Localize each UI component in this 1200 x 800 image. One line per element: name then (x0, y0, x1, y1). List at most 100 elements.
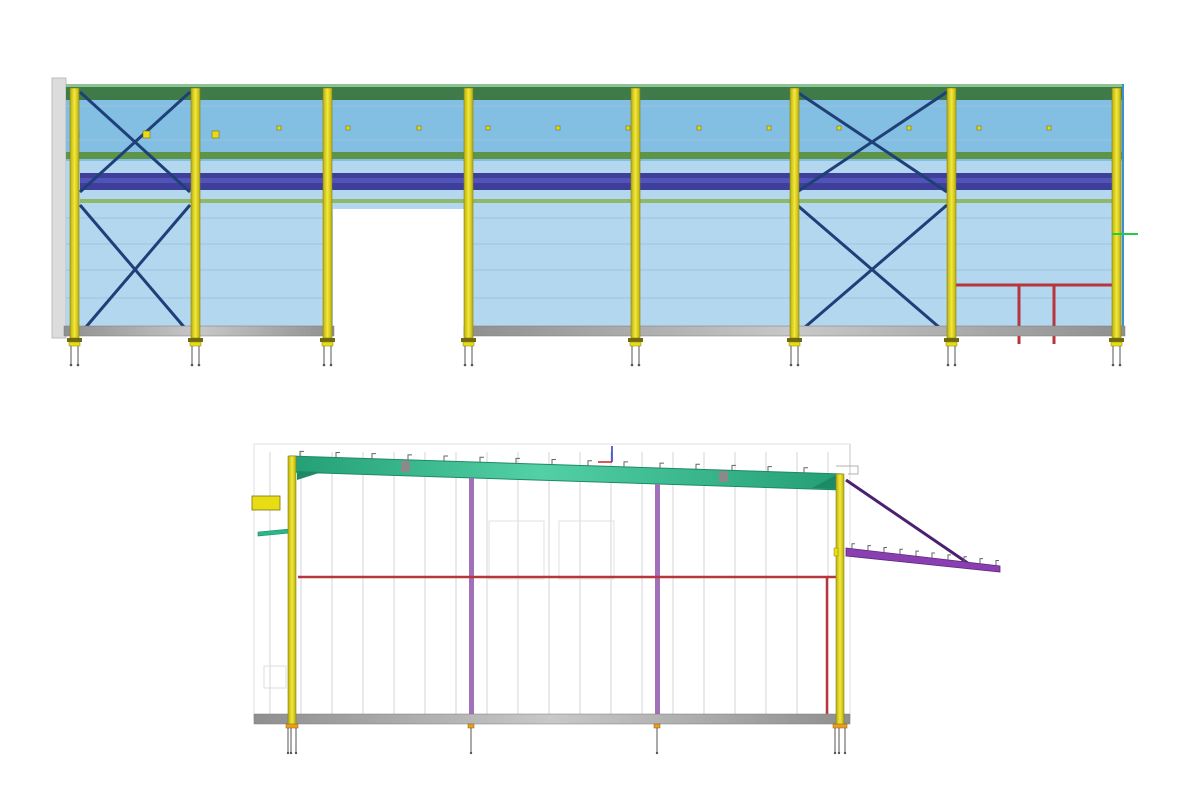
base-plate (1109, 338, 1124, 342)
base-plate (467, 723, 475, 729)
purlin-cleat-icon (479, 456, 484, 463)
anchor-bolt-icon (946, 346, 957, 367)
base-plate-pad (189, 341, 202, 347)
column-shaft (322, 87, 333, 339)
base-plate (188, 338, 203, 342)
column-shaft (630, 87, 641, 339)
purlin-cleat-icon (371, 453, 376, 459)
anchor-bolt-icon (789, 346, 800, 367)
section-right-boundary (849, 444, 851, 474)
anchor-bolt-head (796, 363, 800, 367)
purlin-cleat-icon (803, 467, 808, 473)
column-shaft (69, 87, 80, 339)
anchor-bolt-icon (1111, 346, 1122, 367)
section-anchor-bolts (285, 723, 848, 755)
purlin-cleat-icons (299, 450, 808, 473)
purlin-cleat-icon (587, 460, 592, 466)
section-base-slab (253, 713, 851, 725)
column-shaft (190, 87, 201, 339)
purlin-cleat-icon (443, 455, 448, 462)
column-shaft (463, 87, 474, 339)
end-wall-panel (51, 77, 67, 339)
anchor-bolt-icon (190, 346, 201, 367)
anchor-bolt-icon (463, 346, 474, 367)
anchor-bolt-head (289, 751, 293, 755)
anchor-bolt-head (190, 363, 194, 367)
anchor-bolt-head (637, 363, 641, 367)
anchor-bolt-head (469, 751, 473, 755)
purlin-band-stripe (80, 178, 1116, 183)
purlin-cleat-icon (963, 556, 967, 562)
sheeting-lines (66, 105, 1120, 299)
purlin-cleat-icon (931, 552, 935, 559)
base-plate-pad (788, 341, 801, 347)
purlin-cleat-icon (407, 454, 412, 460)
cross-section (251, 443, 1001, 755)
anchor-bolt-head (833, 751, 837, 755)
purlin-cleat-icon (335, 452, 340, 458)
purlin-cleat-icon (915, 550, 919, 557)
base-plate (653, 723, 661, 729)
anchor-bolt-head (1118, 363, 1122, 367)
anchor-bolt-head (470, 363, 474, 367)
elevation-column (461, 87, 476, 367)
anchor-bolt-head (630, 363, 634, 367)
purlin-cleat-icon (299, 450, 304, 457)
roof-rafter (289, 455, 843, 491)
anchor-bolt-icon (285, 723, 299, 755)
column-shaft (946, 87, 957, 339)
base-plate (67, 338, 82, 342)
anchor-bolt-head (953, 363, 957, 367)
anchor-bolt-icon (832, 723, 848, 755)
anchor-bolt-icon (69, 346, 80, 367)
anchor-bolt-head (837, 751, 841, 755)
purlin-cleat-icon (551, 459, 556, 465)
purlin-cleat-icon (695, 463, 700, 470)
elevation-column (1109, 87, 1124, 367)
bracing-bay-2 (796, 90, 948, 336)
rafter-stiffener-2 (719, 471, 728, 482)
base-plate-pad (462, 341, 475, 347)
canopy-beam (845, 547, 1001, 573)
base-plate (628, 338, 643, 342)
elevation-column (787, 87, 802, 367)
canopy-strut (845, 478, 973, 568)
purlin-cleat-icon (867, 545, 871, 551)
anchor-bolt-head (322, 363, 326, 367)
column-cap-right (833, 547, 839, 557)
anchor-bolt-head (789, 363, 793, 367)
anchor-bolt-head (76, 363, 80, 367)
window-outline-2 (558, 520, 615, 580)
interior-column-2 (655, 484, 660, 716)
elevation-column (628, 87, 643, 367)
anchor-bolt-head (294, 751, 298, 755)
mid-girt (66, 152, 1122, 159)
rafter-haunch-right (812, 474, 838, 489)
wall-sheeting-lines (269, 452, 829, 714)
base-plate (832, 723, 848, 729)
anchor-bolt-head (69, 363, 73, 367)
anchor-bolt-head (329, 363, 333, 367)
purlin-cleat-icon (731, 464, 736, 471)
interior-column-1 (469, 478, 474, 716)
anchor-bolt-head (843, 751, 847, 755)
rafter-haunch-left (297, 471, 322, 480)
gutter-outline (836, 465, 859, 475)
purlin-cleat-icon (883, 546, 887, 553)
base-plate-pad (321, 341, 334, 347)
anchor-bolt-head (946, 363, 950, 367)
eave-beam-highlight (66, 84, 1122, 87)
column-shaft (789, 87, 800, 339)
elevation-columns (67, 87, 1124, 367)
elevation-column (320, 87, 335, 367)
elevation-column (944, 87, 959, 367)
anchor-bolt-icon (322, 346, 333, 367)
portal-column-left (287, 455, 297, 727)
purlin-cleat-icon (515, 457, 520, 464)
purlin-cleat-icon (947, 554, 951, 560)
purlin-cleat-icon (659, 462, 664, 469)
purlin-cleat-icon (979, 558, 983, 564)
purlin-cleat-icon (899, 548, 903, 555)
anchor-bolt-head (463, 363, 467, 367)
left-canopy-stub (257, 528, 291, 537)
